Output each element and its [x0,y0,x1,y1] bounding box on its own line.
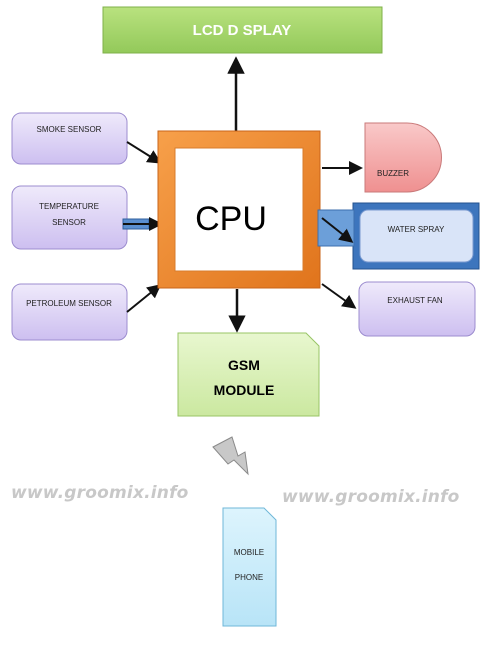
phone-label-line2: PHONE [235,573,263,582]
exhaust-fan-block: EXHAUST FAN [358,281,476,337]
arrow-cpu-to-exhaust-fan [321,283,357,309]
smoke-sensor-block: SMOKE SENSOR [11,112,128,165]
petroleum-sensor-label: PETROLEUM SENSOR [26,299,112,308]
petroleum-sensor-block: PETROLEUM SENSOR [11,283,128,341]
smoke-sensor-label: SMOKE SENSOR [37,125,102,134]
lcd-display-label: LCD D SPLAY [193,22,292,39]
arrow-petroleum-to-cpu [126,284,162,313]
cpu-block: CPU [157,130,321,289]
temperature-sensor-label-line2: SENSOR [52,218,86,227]
cpu-label: CPU [195,200,267,238]
watermark-left: www.groomix.info [11,483,189,503]
gsm-label-line2: MODULE [214,382,275,398]
exhaust-fan-label: EXHAUST FAN [387,296,443,305]
watermark-right: www.groomix.info [282,487,460,507]
arrow-cpu-to-water-spray [317,209,355,247]
lightning-icon [212,436,249,476]
lcd-display-block: LCD D SPLAY [102,6,383,54]
temperature-sensor-block: TEMPERATURE SENSOR [11,185,128,250]
mobile-phone-block: MOBILE PHONE [222,507,277,627]
arrow-temperature-to-cpu [122,217,163,231]
gsm-module-block: GSM MODULE [177,332,320,417]
water-spray-block: WATER SPRAY [352,202,480,270]
phone-label-line1: MOBILE [234,548,264,557]
buzzer-block: BUZZER [364,122,442,193]
arrow-smoke-to-cpu [126,141,162,164]
temperature-sensor-label-line1: TEMPERATURE [39,202,99,211]
gsm-label-line1: GSM [228,357,260,373]
water-spray-label: WATER SPRAY [388,225,445,234]
buzzer-label: BUZZER [377,169,409,178]
